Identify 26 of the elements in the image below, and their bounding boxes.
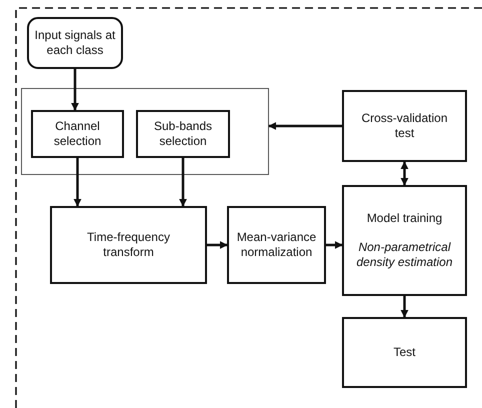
arrow — [400, 296, 408, 318]
start-box — [27, 17, 123, 69]
node-text: Sub-bands selection — [152, 119, 214, 149]
node-text: Time-frequency transform — [86, 230, 171, 260]
group-box — [21, 88, 269, 175]
arrow — [74, 158, 82, 207]
node-text: Non-parametrical density estimation — [355, 240, 454, 270]
process-box — [342, 317, 467, 388]
node-text: Test — [392, 345, 416, 360]
arrow — [268, 122, 342, 130]
process-box — [136, 110, 230, 158]
process-box — [31, 110, 124, 158]
node-text: Mean-variance normalization — [236, 230, 318, 260]
arrow — [207, 241, 228, 249]
process-box — [227, 206, 326, 284]
arrow — [326, 241, 343, 249]
node-text: Cross-validation test — [360, 111, 449, 141]
process-box — [342, 90, 467, 162]
node-text: Input signals at each class — [34, 28, 116, 58]
process-box — [50, 206, 207, 284]
arrow — [179, 158, 187, 207]
node-text: Channel selection — [52, 119, 102, 149]
arrow — [71, 69, 79, 111]
arrow — [400, 161, 408, 186]
node-text: Model training — [366, 211, 444, 226]
process-box — [342, 185, 467, 296]
